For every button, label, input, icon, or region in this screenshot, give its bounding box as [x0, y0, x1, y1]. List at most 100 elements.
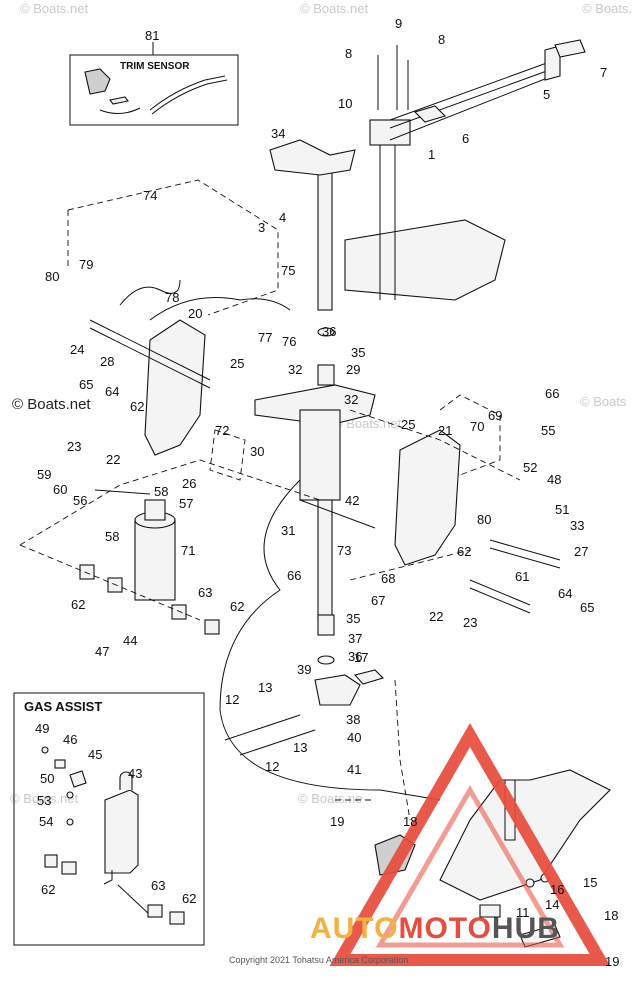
- callout-61: 61: [515, 569, 529, 584]
- callout-45: 45: [88, 747, 102, 762]
- callout-30: 30: [250, 444, 264, 459]
- callout-41: 41: [347, 762, 361, 777]
- callout-58: 58: [105, 529, 119, 544]
- callout-80: 80: [45, 269, 59, 284]
- callout-47: 47: [95, 644, 109, 659]
- watermark: © Boats.ne: [298, 791, 363, 806]
- callout-33: 33: [570, 518, 584, 533]
- trim-sensor-title: TRIM SENSOR: [120, 61, 190, 72]
- brand-moto: MOTO: [398, 912, 491, 945]
- callout-63: 63: [198, 585, 212, 600]
- callout-19: 19: [605, 954, 619, 969]
- callout-60: 60: [53, 482, 67, 497]
- watermark: © Boats.net: [10, 791, 79, 806]
- callout-32: 32: [288, 362, 302, 377]
- callout-58: 58: [154, 484, 168, 499]
- callout-46: 46: [63, 732, 77, 747]
- brand-hub: HUB: [492, 912, 560, 945]
- callout-50: 50: [40, 771, 54, 786]
- gas-assist-title: GAS ASSIST: [24, 699, 102, 714]
- callout-39: 39: [297, 662, 311, 677]
- callout-35: 35: [346, 611, 360, 626]
- callout-81: 81: [145, 28, 159, 43]
- clamp-bracket-left: [144, 319, 206, 456]
- callout-23: 23: [67, 439, 81, 454]
- brand-auto: AUTO: [310, 912, 398, 945]
- callout-34: 34: [271, 126, 285, 141]
- svg-text:AUTOMOTOHUB: AUTOMOTOHUB: [310, 912, 560, 945]
- gas-cylinder: [104, 789, 139, 874]
- callout-31: 31: [281, 523, 295, 538]
- callout-56: 56: [73, 493, 87, 508]
- callout-64: 64: [558, 586, 572, 601]
- callout-79: 79: [79, 257, 93, 272]
- callout-48: 48: [547, 472, 561, 487]
- callout-63: 63: [151, 878, 165, 893]
- callout-22: 22: [106, 452, 120, 467]
- watermark: © Boats.net: [12, 396, 91, 413]
- callout-15: 15: [583, 875, 597, 890]
- callout-69: 69: [488, 408, 502, 423]
- callout-9: 9: [395, 16, 402, 31]
- callout-44: 44: [123, 633, 137, 648]
- callout-27: 27: [574, 544, 588, 559]
- callout-14: 14: [545, 897, 559, 912]
- callout-77: 77: [258, 330, 272, 345]
- callout-32: 32: [344, 392, 358, 407]
- trim-sensor-box: [69, 54, 239, 126]
- callout-68: 68: [381, 571, 395, 586]
- callout-12: 12: [265, 759, 279, 774]
- callout-49: 49: [35, 721, 49, 736]
- callout-37: 37: [348, 631, 362, 646]
- copyright: Copyright 2021 Tohatsu America Corporati…: [229, 955, 408, 965]
- callout-70: 70: [470, 419, 484, 434]
- callout-21: 21: [438, 423, 452, 438]
- watermark: © Boats.net: [300, 1, 369, 16]
- callout-22: 22: [429, 609, 443, 624]
- callout-5: 5: [543, 87, 550, 102]
- callout-6: 6: [462, 131, 469, 146]
- callout-36: 36: [348, 649, 362, 664]
- callout-66: 66: [545, 386, 559, 401]
- callout-24: 24: [70, 342, 84, 357]
- callout-51: 51: [555, 502, 569, 517]
- callout-36: 36: [322, 324, 336, 339]
- callout-23: 23: [463, 615, 477, 630]
- callout-65: 65: [79, 377, 93, 392]
- gas-assist-box: [13, 692, 205, 946]
- callout-29: 29: [346, 362, 360, 377]
- callout-11: 11: [516, 905, 530, 920]
- callout-26: 26: [182, 476, 196, 491]
- callout-8: 8: [345, 46, 352, 61]
- callout-12: 12: [225, 692, 239, 707]
- callout-52: 52: [523, 460, 537, 475]
- callout-72: 72: [215, 423, 229, 438]
- watermark: © Boats: [580, 394, 627, 409]
- tilt-motor: [134, 519, 176, 601]
- callout-3: 3: [258, 220, 265, 235]
- clamp-bracket-right: [394, 429, 461, 566]
- callout-62: 62: [230, 599, 244, 614]
- callout-80: 80: [477, 512, 491, 527]
- watermark: © Boats.: [582, 1, 632, 16]
- callout-64: 64: [105, 384, 119, 399]
- callout-25: 25: [401, 417, 415, 432]
- callout-55: 55: [541, 423, 555, 438]
- callout-16: 16: [550, 882, 564, 897]
- callout-74: 74: [143, 188, 157, 203]
- callout-67: 67: [371, 593, 385, 608]
- callout-54: 54: [39, 814, 53, 829]
- callout-43: 43: [128, 766, 142, 781]
- callout-62: 62: [130, 399, 144, 414]
- watermark: © Boats.net: [20, 1, 89, 16]
- callout-62: 62: [182, 891, 196, 906]
- callout-40: 40: [347, 730, 361, 745]
- callout-53: 53: [37, 793, 51, 808]
- callout-25: 25: [230, 356, 244, 371]
- wiring-harness: [219, 479, 441, 801]
- callout-20: 20: [188, 306, 202, 321]
- brand-logo: [329, 723, 611, 966]
- swivel-bracket: [254, 384, 376, 426]
